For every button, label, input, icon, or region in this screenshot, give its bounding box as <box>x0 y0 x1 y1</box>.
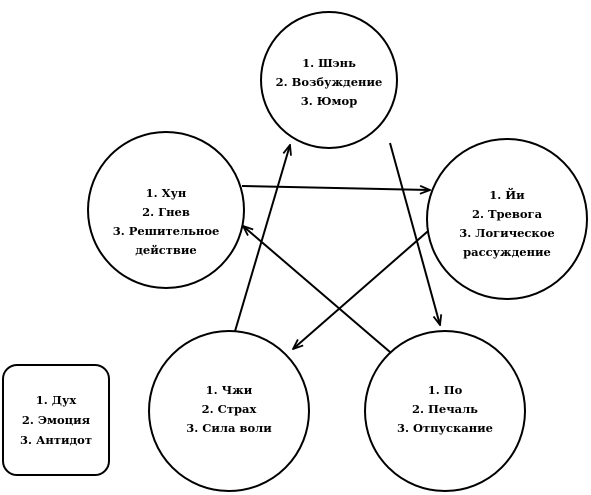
node-hun: 1. Хун 2. Гнев 3. Решительное действие <box>87 131 245 289</box>
node-yi-line-1: 1. Йи <box>489 187 525 202</box>
legend-line-3: 3. Антидот <box>20 433 92 447</box>
node-shen-line-3: 3. Юмор <box>301 94 358 108</box>
node-po: 1. По 2. Печаль 3. Отпускание <box>364 330 526 492</box>
node-shen-circle <box>260 11 398 149</box>
legend: 1. Дух 2. Эмоция 3. Антидот <box>2 364 110 476</box>
node-hun-line-1: 1. Хун <box>146 186 187 200</box>
node-hun-line-2: 2. Гнев <box>142 205 190 219</box>
node-yi-line-2: 2. Тревога <box>472 207 543 221</box>
node-zhi-line-1: 1. Чжи <box>206 383 253 397</box>
node-po-circle <box>364 330 526 492</box>
arrow-shen-to-po <box>389 142 440 325</box>
node-shen-line-2: 2. Возбуждение <box>276 75 383 89</box>
node-zhi-line-3: 3. Сила воли <box>186 421 272 435</box>
node-yi-circle <box>426 138 588 300</box>
node-yi-line-4: рассуждение <box>463 245 551 259</box>
arrow-hun-to-yi <box>241 186 430 190</box>
node-zhi: 1. Чжи 2. Страх 3. Сила воли <box>148 330 310 492</box>
node-yi-line-3: 3. Логическое <box>459 226 554 240</box>
node-hun-circle <box>87 131 245 289</box>
node-zhi-circle <box>148 330 310 492</box>
arrows <box>232 142 440 353</box>
node-hun-line-4: действие <box>135 243 196 257</box>
legend-line-2: 2. Эмоция <box>22 413 91 427</box>
legend-line-1: 1. Дух <box>36 393 77 407</box>
node-shen-line-1: 1. Шэнь <box>302 56 356 70</box>
node-zhi-line-2: 2. Страх <box>202 402 257 416</box>
node-po-line-1: 1. По <box>428 383 463 397</box>
legend-box <box>2 364 110 476</box>
node-po-line-3: 3. Отпускание <box>397 421 493 435</box>
node-shen: 1. Шэнь 2. Возбуждение 3. Юмор <box>260 11 398 149</box>
arrow-po-to-hun <box>243 226 391 353</box>
node-hun-line-3: 3. Решительное <box>113 224 220 238</box>
arrow-yi-to-zhi <box>293 224 436 349</box>
node-po-line-2: 2. Печаль <box>412 402 478 416</box>
node-yi: 1. Йи 2. Тревога 3. Логическое рассужден… <box>426 138 588 300</box>
